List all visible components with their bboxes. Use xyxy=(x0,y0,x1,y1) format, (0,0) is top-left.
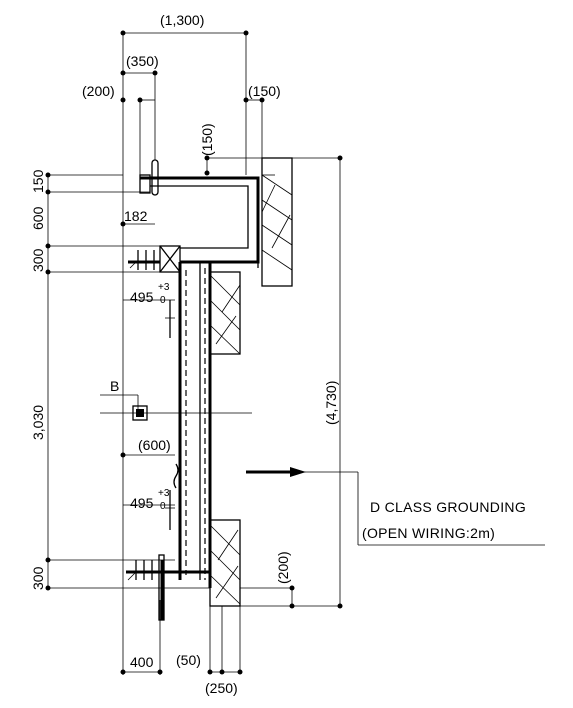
dim-dot xyxy=(337,603,343,609)
dim-inner-495-a: 495 xyxy=(130,289,154,305)
dim-inner-600: (600) xyxy=(138,437,171,453)
dim-tolerance-plus-a: +3 xyxy=(158,282,170,293)
top-dimension-lines xyxy=(122,32,340,590)
top-dimension-dots xyxy=(120,30,343,176)
dim-dot xyxy=(237,669,243,675)
dim-dot xyxy=(120,669,126,675)
dim-left-300-bottom: 300 xyxy=(30,566,46,590)
dim-dot xyxy=(120,221,126,227)
dim-dot xyxy=(207,669,213,675)
grounding-wire xyxy=(173,463,179,489)
dim-tolerance-plus-b: +3 xyxy=(158,488,170,499)
section-centerline xyxy=(100,394,252,421)
bottom-dimension-lines xyxy=(122,590,241,675)
dim-dot xyxy=(289,585,295,591)
dim-left-150: 150 xyxy=(30,169,46,193)
stiffener-marks xyxy=(165,300,175,530)
tolerance-lines xyxy=(120,299,175,506)
dim-right-overall: (4,730) xyxy=(323,381,339,425)
main-column xyxy=(178,260,258,588)
dim-tolerance-zero-a: 0 xyxy=(160,295,166,306)
dim-inner-182: 182 xyxy=(124,208,148,224)
dim-dot xyxy=(157,669,163,675)
left-dimension-dots xyxy=(45,172,51,591)
dim-dot xyxy=(219,669,225,675)
dim-top-150: (150) xyxy=(248,83,281,99)
dim-top-200: (200) xyxy=(82,83,115,99)
cross-box xyxy=(159,245,181,273)
top-slab xyxy=(261,157,293,287)
dim-slab-150: (150) xyxy=(199,123,215,156)
dim-dot xyxy=(289,603,295,609)
dim-bottom-250: (250) xyxy=(205,680,238,696)
dim-left-3030: 3,030 xyxy=(30,405,46,440)
callout-leader xyxy=(246,467,545,546)
wall-hatch xyxy=(209,271,241,607)
dim-inner-495-b: 495 xyxy=(130,495,154,511)
callout-line-2: (OPEN WIRING:2m) xyxy=(362,525,495,541)
callout-line-1: D CLASS GROUNDING xyxy=(370,499,526,515)
dim-tolerance-zero-b: 0 xyxy=(160,501,166,512)
dim-left-600: 600 xyxy=(30,206,46,230)
dim-top-overall: (1,300) xyxy=(160,12,204,28)
section-mark-b: B xyxy=(110,378,119,394)
dim-bottom-400: 400 xyxy=(130,654,154,670)
dim-right-200: (200) xyxy=(275,551,291,584)
dim-bottom-50: (50) xyxy=(176,652,201,668)
dim-top-350: (350) xyxy=(126,53,159,69)
upper-anchor xyxy=(128,250,160,270)
dim-left-300-top: 300 xyxy=(30,248,46,272)
bottom-anchor xyxy=(126,554,210,621)
